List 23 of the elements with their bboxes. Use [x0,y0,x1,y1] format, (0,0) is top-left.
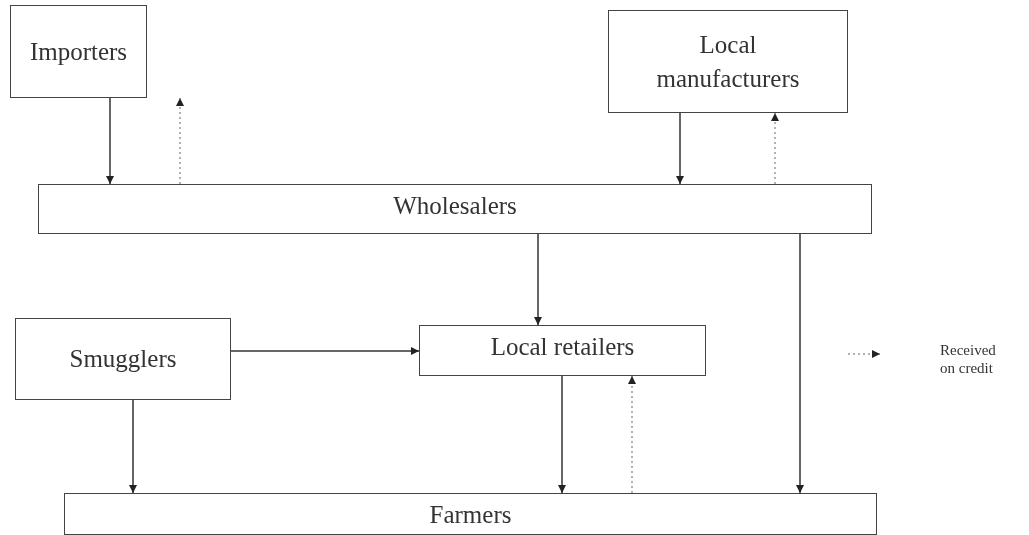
legend-text: Received on credit [940,341,997,377]
arrow [676,112,684,185]
process-box [10,5,147,98]
process-box [15,318,231,400]
node-label: Farmers [429,500,512,530]
process-box [419,325,706,376]
process-box [64,493,877,535]
process-box [38,184,872,234]
node-label: Local manufacturers [655,29,801,94]
arrow [230,347,420,355]
node-label: Smugglers [69,344,177,375]
arrow [628,375,636,494]
arrow [176,97,184,185]
arrow [558,375,566,494]
node-label: Importers [29,36,128,67]
arrow [106,97,114,185]
process-box [608,10,848,113]
node-label: Local retailers [490,332,635,362]
arrow [796,233,804,494]
node-label: Wholesalers [393,191,517,221]
arrow [771,112,779,185]
arrow [129,399,137,494]
arrow [534,233,542,326]
